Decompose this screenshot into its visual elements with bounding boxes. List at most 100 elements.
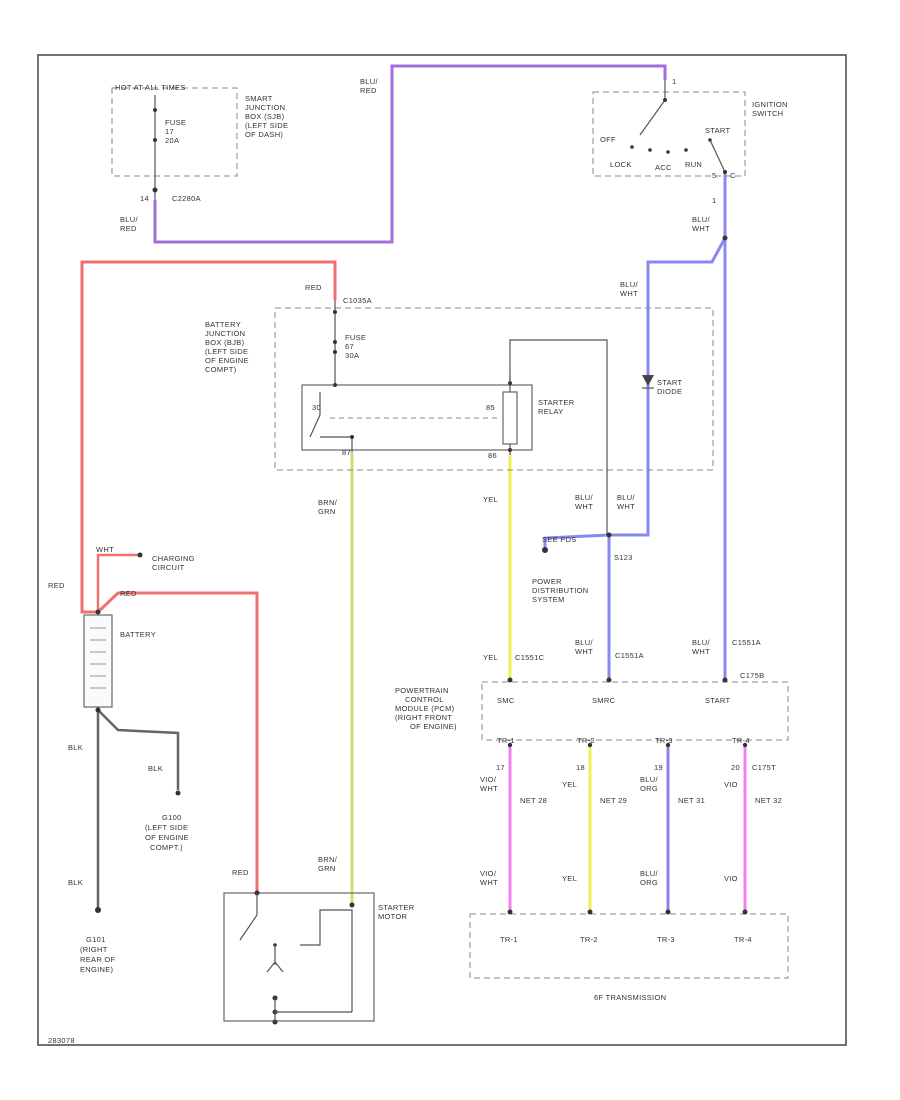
blu-wht-a-1: WHT [575, 502, 593, 511]
sjb-wire-1: RED [120, 224, 137, 233]
ign-acc: ACC [655, 163, 672, 172]
tr3-circ: NET 31 [678, 796, 705, 805]
tr1-wire-top-0: VIO/ [480, 775, 497, 784]
ign-pin-bot: 5 [712, 171, 716, 180]
wire-blk-battery-g100 [97, 709, 180, 790]
pcm-yel: YEL [483, 653, 498, 662]
pcm-smrc: SMRC [592, 696, 616, 705]
g101-label-1: (RIGHT [80, 945, 108, 954]
battery-cells [90, 627, 106, 689]
bjb-fuse-amp: 30A [345, 351, 359, 360]
tr3-wire-top-1: ORG [640, 784, 658, 793]
sjb-pin: 14 [140, 194, 149, 203]
starter-brn-grn-1: GRN [318, 864, 336, 873]
g101-label-3: ENGINE) [80, 965, 114, 974]
bjb-fuse-label: FUSE [345, 333, 366, 342]
g100-label-3: COMPT.) [150, 843, 183, 852]
tr1-circ: NET 28 [520, 796, 547, 805]
pcm-c-yel: C1551C [515, 653, 545, 662]
relay-pin-86: 86 [488, 451, 497, 460]
battery-label: BATTERY [120, 630, 156, 639]
tr2-circ: NET 29 [600, 796, 627, 805]
relay-pin-87: 87 [342, 448, 351, 457]
ign-lock: LOCK [610, 160, 632, 169]
top-wire-label-1: RED [360, 86, 377, 95]
tr1-wire-top-1: WHT [480, 784, 498, 793]
splice-conn: S123 [614, 553, 633, 562]
tr2-wire-bot: YEL [562, 874, 577, 883]
bjb-desc-4: OF ENGINE [205, 356, 249, 365]
pcm-blu-a-1: WHT [575, 647, 593, 656]
sjb-fuse-amp: 20A [165, 136, 179, 145]
diode-label-0: START [657, 378, 683, 387]
relay-label-0: STARTER [538, 398, 575, 407]
g100-label-0: G100 [162, 813, 182, 822]
battery-red-2: RED [120, 589, 137, 598]
blu-wht-b-0: BLU/ [617, 493, 635, 502]
tr3-wire-bot-1: ORG [640, 878, 658, 887]
bjb-wire-top-0: BLU/ [620, 280, 638, 289]
start-diode [642, 375, 654, 386]
relay-label-1: RELAY [538, 407, 564, 416]
pcm-pin-17: 17 [496, 763, 505, 772]
pds-label-0: POWER [532, 577, 562, 586]
bjb-conn: C1035A [343, 296, 372, 305]
ign-pin-1: 1 [712, 196, 716, 205]
diagram-border [37, 54, 847, 1046]
sjb-conn: C2280A [172, 194, 201, 203]
tr4-wire-top: VIO [724, 780, 738, 789]
sjb-header: HOT AT ALL TIMES [115, 83, 186, 92]
tr2-wire-top: YEL [562, 780, 577, 789]
pcm-pin-20: 20 [731, 763, 740, 772]
sjb-desc-1: JUNCTION [245, 103, 285, 112]
wire-blu-red [153, 64, 667, 244]
bjb-red-label: RED [305, 283, 322, 292]
charging-label-1: CIRCUIT [152, 563, 185, 572]
trans-desc: 6F TRANSMISSION [594, 993, 666, 1002]
pcm-start: START [705, 696, 731, 705]
ign-desc-1: SWITCH [752, 109, 783, 118]
pcm-desc-2: MODULE (PCM) [395, 704, 455, 713]
bjb-desc-2: BOX (BJB) [205, 338, 245, 347]
trans-tr-1: TR-1 [500, 935, 518, 944]
pcm-desc-0: POWERTRAIN [395, 686, 449, 695]
sjb-fuse-no: 17 [165, 127, 174, 136]
starter-relay [301, 384, 533, 451]
sjb-wire-0: BLU/ [120, 215, 138, 224]
ign-pin-c: C [730, 171, 736, 180]
pcm-c-b: C1551A [732, 638, 761, 647]
wire-red-bjb-battery [80, 260, 337, 614]
tr1-wire-bot-1: WHT [480, 878, 498, 887]
pcm-blu-b-0: BLU/ [692, 638, 710, 647]
battery-red-1: RED [48, 581, 65, 590]
pds-label-1: DISTRIBUTION [532, 586, 589, 595]
yel-label: YEL [483, 495, 498, 504]
ign-wire-out-0: BLU/ [692, 215, 710, 224]
pcm-c-bottom: C175T [752, 763, 776, 772]
bjb-desc-1: JUNCTION [205, 329, 245, 338]
sjb-desc-4: OF DASH) [245, 130, 283, 139]
brn-grn-label-1: GRN [318, 507, 336, 516]
ign-wire-out-1: WHT [692, 224, 710, 233]
wire-charging [96, 553, 140, 612]
pcm-pin-18: 18 [576, 763, 585, 772]
wire-blu-wht-splice-pds [543, 533, 610, 550]
sjb-desc-3: (LEFT SIDE [245, 121, 288, 130]
pds-label-2: SYSTEM [532, 595, 565, 604]
wire-relay-top [509, 339, 608, 535]
figure-id: 283078 [48, 1036, 75, 1045]
pcm-desc-4: OF ENGINE) [410, 722, 457, 731]
pcm-tr-1: TR-1 [497, 736, 515, 745]
pcm-c-top: C175B [740, 671, 764, 680]
ign-pin-top: 1 [672, 77, 676, 86]
trans-tr-3: TR-3 [657, 935, 675, 944]
relay-pin-85: 85 [486, 403, 495, 412]
bjb-desc-3: (LEFT SIDE [205, 347, 248, 356]
g100-label-1: (LEFT SIDE [145, 823, 188, 832]
charging-label-0: CHARGING [152, 554, 195, 563]
battery-symbol [83, 614, 113, 708]
g100-label-2: OF ENGINE [145, 833, 189, 842]
tr4-circ: NET 32 [755, 796, 782, 805]
sjb-desc-2: BOX (SJB) [245, 112, 285, 121]
